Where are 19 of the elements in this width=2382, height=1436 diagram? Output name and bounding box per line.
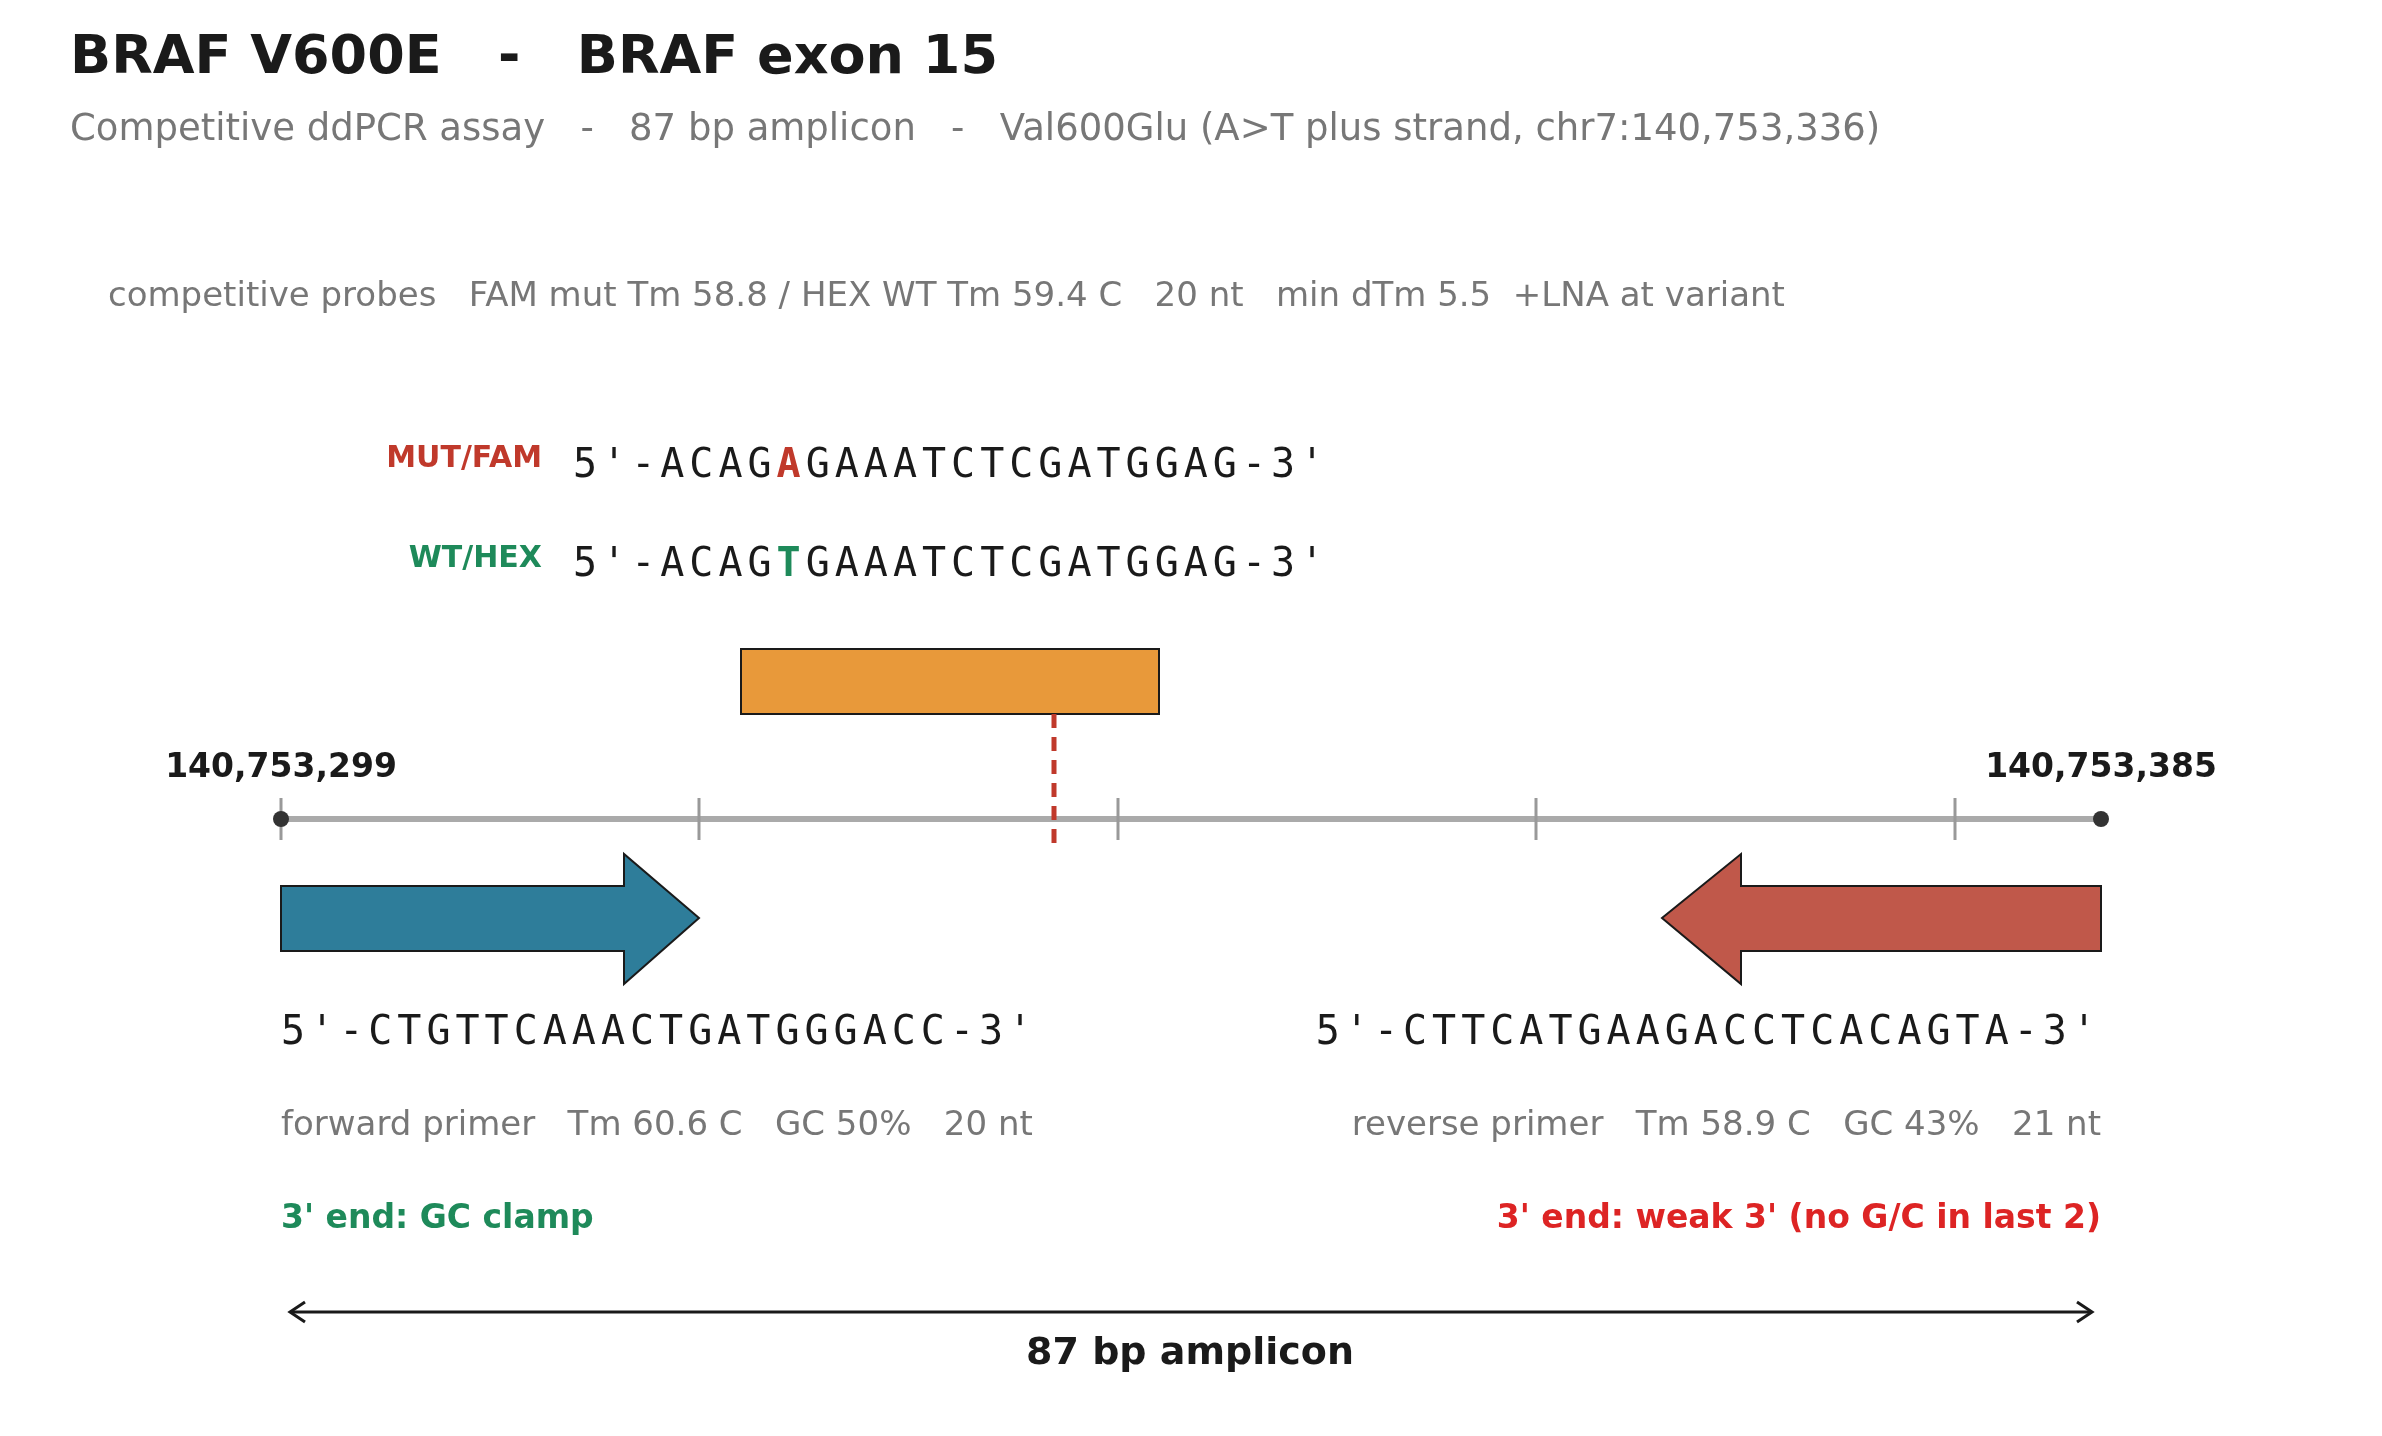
- coordinate-axis: [273, 798, 2109, 840]
- primer-sequence: 5'-CTTCATGAAGACCTCACAGTA-3': [1315, 1007, 2101, 1053]
- coordinate-label: 140,753,385: [1985, 747, 2217, 785]
- subtitle: Competitive ddPCR assay - 87 bp amplicon - Val600Glu (A>T plus strand, chr7:140,753,336): [70, 106, 1881, 150]
- probe-sequence: 5'-ACAGTGAAATCTCGATGGAG-3': [573, 539, 1330, 585]
- leader-line: [1051, 714, 1057, 845]
- primer-note: 3' end: weak 3' (no G/C in last 2): [1496, 1198, 2101, 1236]
- probe-label: WT/HEX: [408, 539, 542, 575]
- primer-stats: reverse primer Tm 58.9 C GC 43% 21 nt: [1351, 1104, 2101, 1144]
- probe-label: MUT/FAM: [386, 439, 542, 475]
- probe-sequence: 5'-ACAGAGAAATCTCGATGGAG-3': [573, 440, 1330, 486]
- coordinate-label: 140,753,299: [165, 747, 397, 785]
- primer-sequence: 5'-CTGTTCAAACTGATGGGACC-3': [281, 1007, 1038, 1053]
- amplicon-label: 87 bp amplicon: [1026, 1330, 1354, 1374]
- title: BRAF V600E - BRAF exon 15: [70, 23, 998, 87]
- probe-bar: [740, 648, 1160, 715]
- probe-summary-text: competitive probes FAM mut Tm 58.8 / HEX WT Tm 59.4 C 20 nt min dTm 5.5 +LNA at variant: [108, 275, 1785, 315]
- primer-stats: forward primer Tm 60.6 C GC 50% 20 nt: [281, 1104, 1033, 1144]
- primer-note: 3' end: GC clamp: [281, 1198, 594, 1236]
